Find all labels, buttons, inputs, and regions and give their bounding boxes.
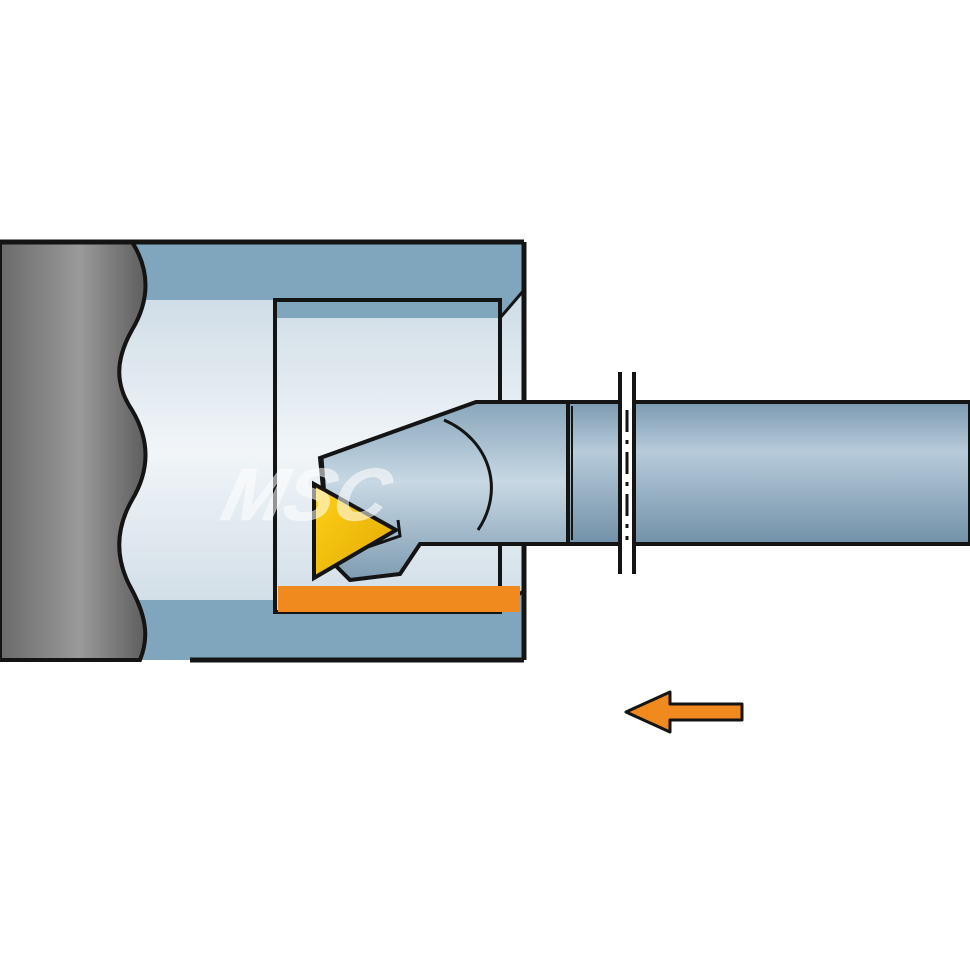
- triangular-insert-icon: [312, 480, 401, 582]
- workpiece-solid-material: [0, 240, 148, 662]
- chip-removal-zone: [278, 586, 520, 612]
- watermark-text: MSC: [214, 453, 401, 536]
- chamfer-upper: [498, 289, 526, 319]
- shank-break-icon: [618, 372, 636, 574]
- feed-arrow-icon: [624, 690, 744, 734]
